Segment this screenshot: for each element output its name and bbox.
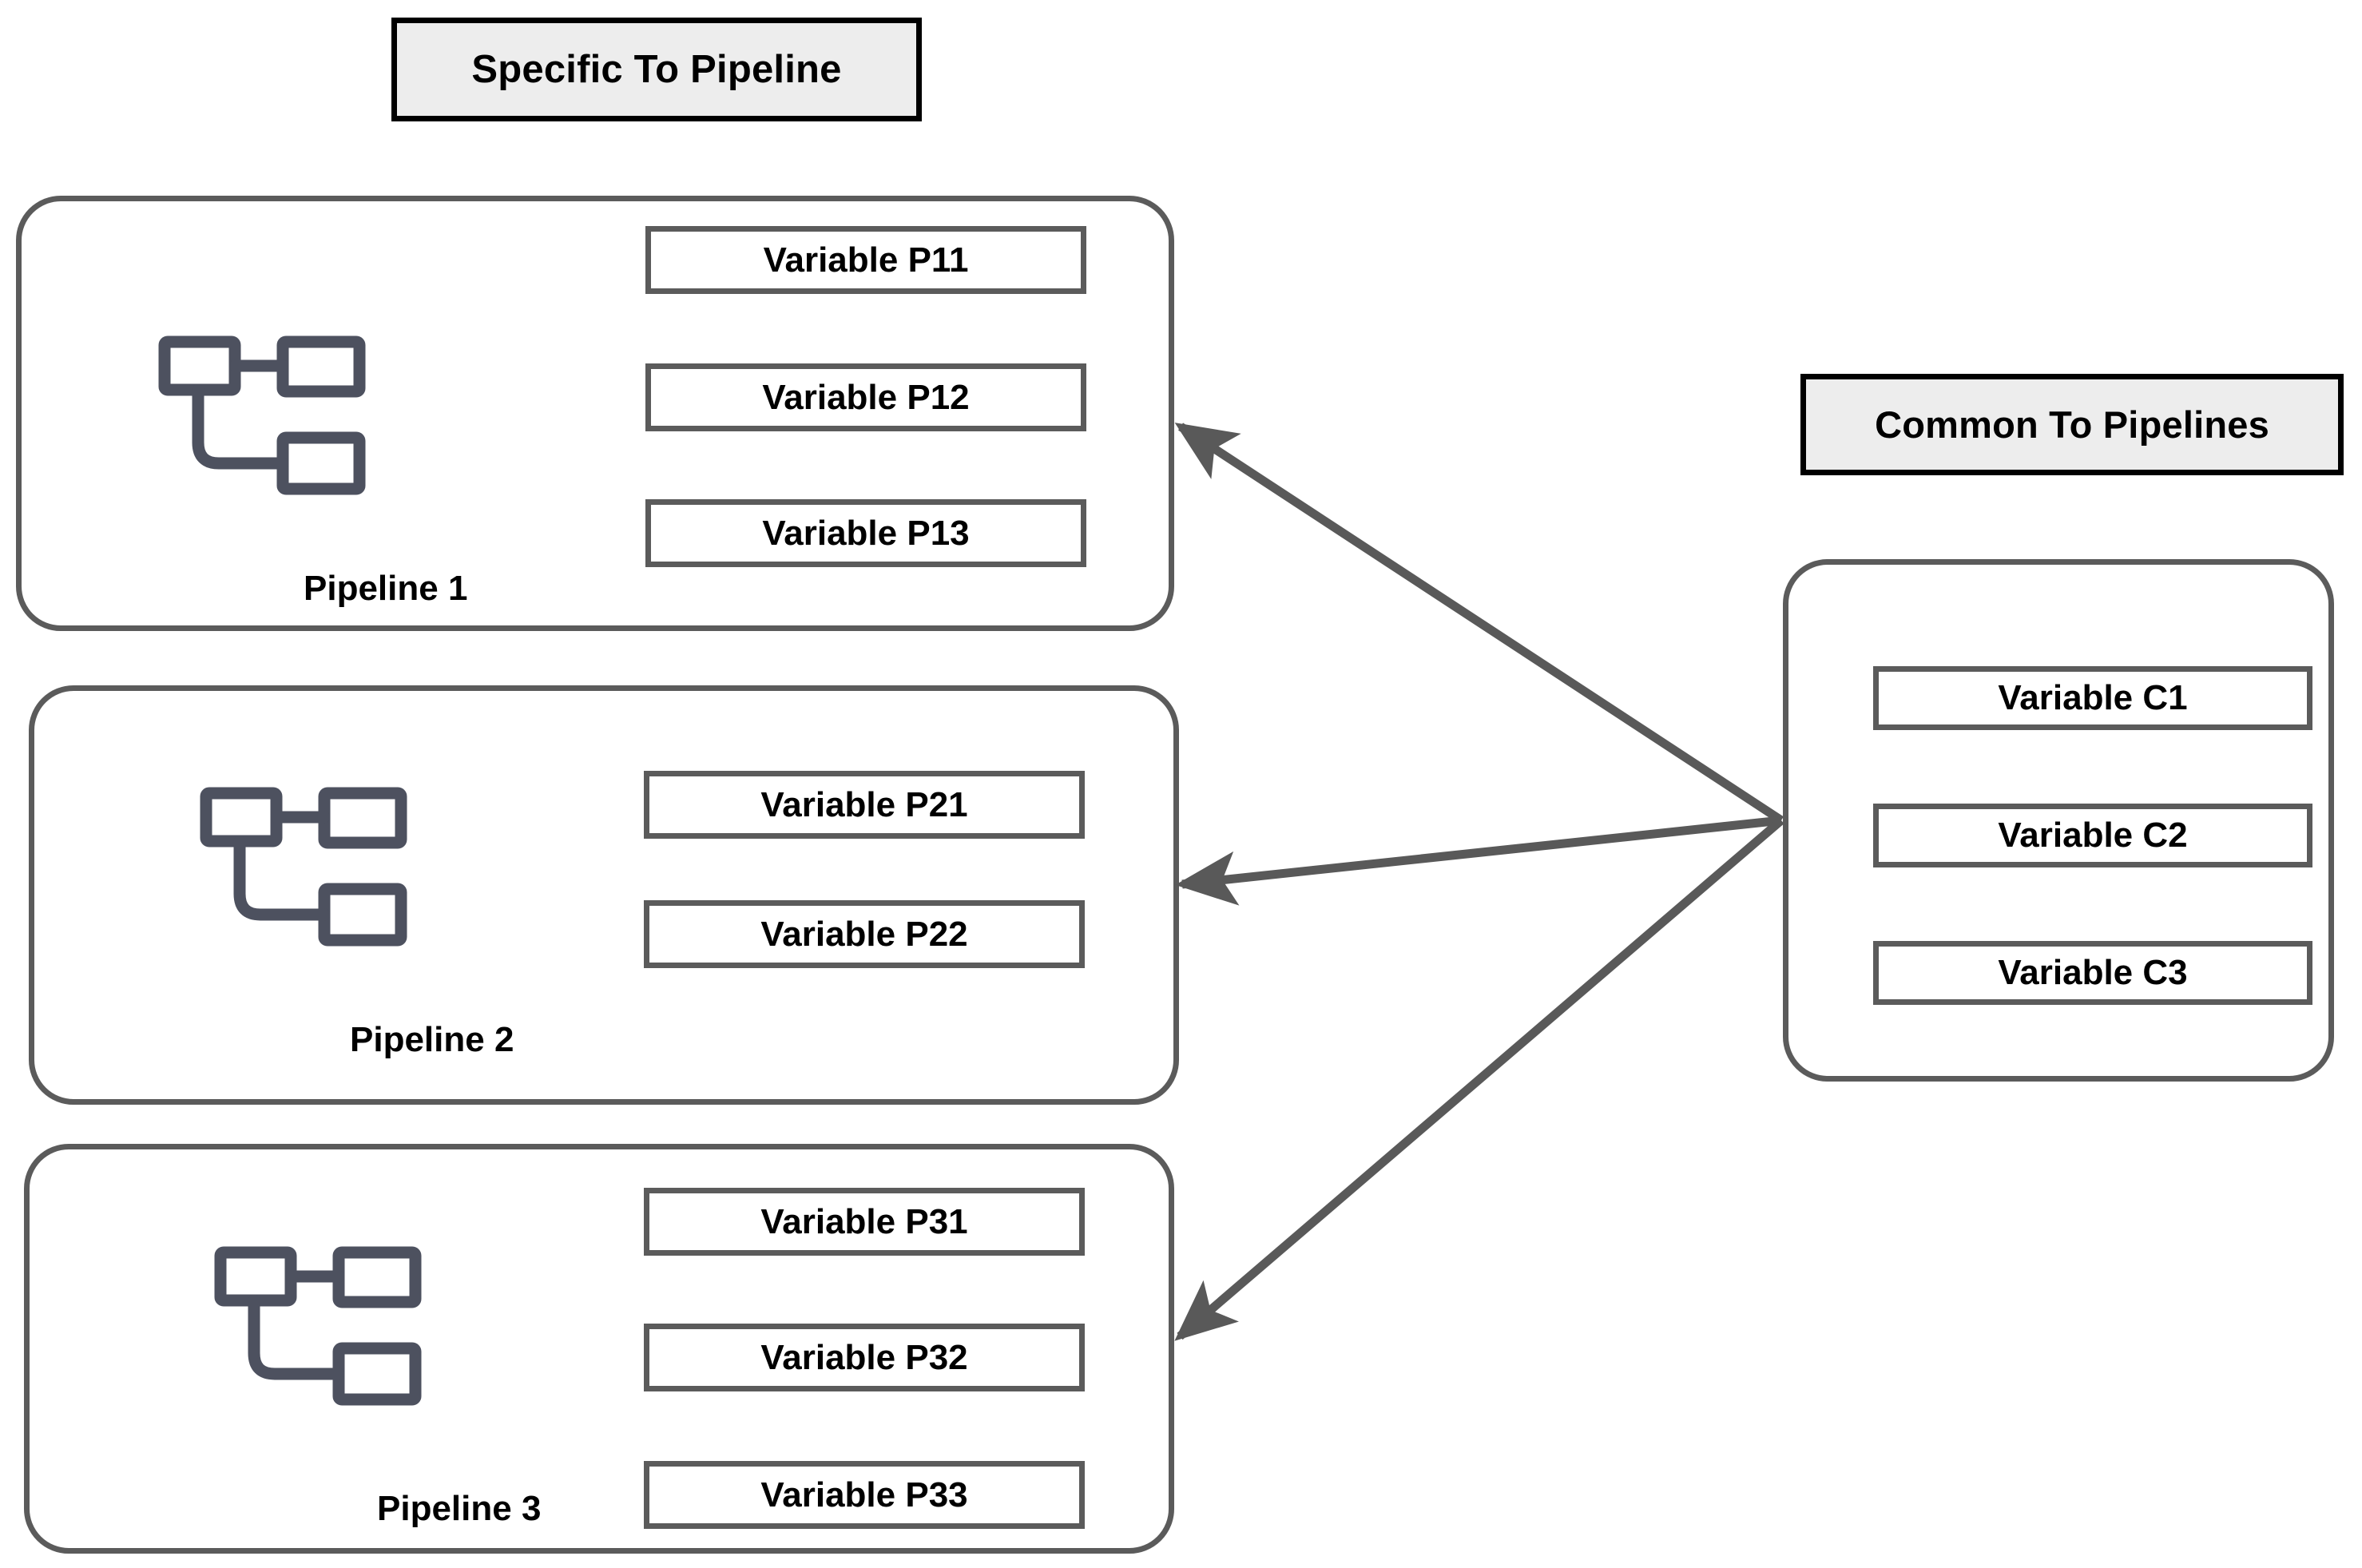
- pipeline-1-label: Pipeline 1: [304, 569, 468, 608]
- variable-box-p21[interactable]: Variable P21: [644, 771, 1085, 839]
- header-common-to-pipelines: Common To Pipelines: [1800, 374, 2344, 475]
- pipeline-2-label: Pipeline 2: [350, 1020, 514, 1059]
- pipeline-2-panel: [29, 685, 1179, 1105]
- arrow-common-to-pipeline-3: [1174, 816, 1784, 1341]
- header-common-label: Common To Pipelines: [1875, 403, 2269, 446]
- pipeline-3-label: Pipeline 3: [377, 1489, 542, 1528]
- pipeline-flow-icon: [200, 787, 407, 947]
- variable-box-p32[interactable]: Variable P32: [644, 1324, 1085, 1391]
- header-specific-label: Specific To Pipeline: [471, 48, 842, 91]
- variable-box-p31[interactable]: Variable P31: [644, 1188, 1085, 1256]
- pipeline-flow-icon: [214, 1246, 422, 1406]
- variable-box-c2[interactable]: Variable C2: [1873, 804, 2312, 867]
- header-specific-to-pipeline: Specific To Pipeline: [391, 18, 922, 121]
- variable-box-p33[interactable]: Variable P33: [644, 1461, 1085, 1529]
- variable-box-p12[interactable]: Variable P12: [645, 363, 1086, 431]
- variable-box-c1[interactable]: Variable C1: [1873, 666, 2312, 730]
- variable-box-c3[interactable]: Variable C3: [1873, 941, 2312, 1005]
- arrow-common-to-pipeline-1: [1174, 423, 1784, 824]
- variable-box-p22[interactable]: Variable P22: [644, 900, 1085, 968]
- arrow-common-to-pipeline-2: [1175, 816, 1782, 906]
- pipeline-flow-icon: [158, 335, 366, 495]
- variable-box-p13[interactable]: Variable P13: [645, 499, 1086, 567]
- variable-box-p11[interactable]: Variable P11: [645, 226, 1086, 294]
